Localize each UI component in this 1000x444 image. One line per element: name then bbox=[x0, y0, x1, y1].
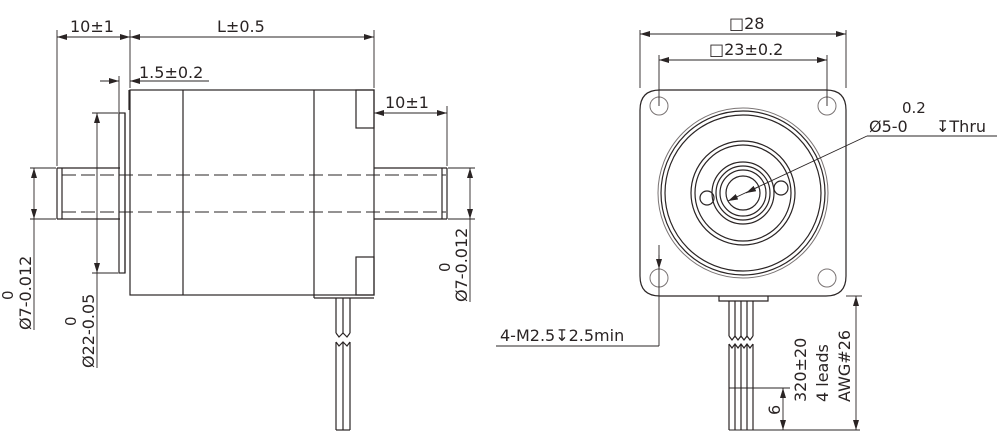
pilot-flange bbox=[118, 90, 130, 274]
bore-depth-label: ↧Thru bbox=[936, 117, 986, 136]
pilot-dia-label: Ø22-0.05 bbox=[79, 294, 98, 368]
body-length-label: L±0.5 bbox=[217, 17, 265, 36]
mount-holes-label: 4-M2.5↧2.5min bbox=[500, 326, 624, 345]
dim-strip-length: 6 bbox=[765, 388, 786, 430]
side-view: 10±1 L±0.5 1.5±0.2 10±1 Ø7-0.012 bbox=[0, 17, 475, 431]
lead-length-label: 320±20 bbox=[791, 338, 810, 402]
front-shaft-dia-label: Ø7-0.012 bbox=[16, 256, 35, 330]
front-shaft-dia-tol: 0 bbox=[0, 290, 17, 300]
frame-outline bbox=[639, 89, 847, 297]
rear-shaft-dia-label: Ø7-0.012 bbox=[452, 228, 471, 302]
side-leads bbox=[335, 298, 351, 431]
front-shaft bbox=[56, 167, 120, 220]
bore-tol-label: 0.2 bbox=[902, 99, 926, 117]
mount-hole-br bbox=[817, 268, 837, 288]
dim-hole-pitch: □23±0.2 bbox=[658, 40, 828, 106]
strip-length-label: 6 bbox=[765, 405, 784, 415]
rear-shaft-dia-tol: 0 bbox=[436, 262, 454, 272]
dim-front-shaft-dia: Ø7-0.012 0 bbox=[0, 167, 56, 330]
frame-size-label: □28 bbox=[729, 14, 764, 33]
dim-lead-length: 320±20 4 leads AWG#26 bbox=[791, 295, 862, 430]
dim-body-length: L±0.5 bbox=[130, 17, 375, 88]
front-shaft-length-label: 10±1 bbox=[70, 17, 114, 36]
lead-gauge-label: AWG#26 bbox=[835, 330, 854, 402]
flange-thickness-label: 1.5±0.2 bbox=[139, 63, 203, 82]
rear-shaft bbox=[374, 167, 448, 220]
dim-pilot-dia: Ø22-0.05 0 bbox=[62, 112, 118, 368]
lead-count-label: 4 leads bbox=[813, 344, 832, 402]
rear-shaft-length-label: 10±1 bbox=[385, 93, 429, 112]
dim-mount-holes: 4-M2.5↧2.5min bbox=[496, 245, 662, 347]
pilot-dia-tol: 0 bbox=[62, 316, 80, 326]
motor-body bbox=[129, 89, 375, 299]
front-leads bbox=[728, 301, 860, 431]
dim-rear-shaft-dia: Ø7-0.012 0 bbox=[436, 167, 475, 302]
hole-pitch-label: □23±0.2 bbox=[709, 40, 783, 59]
dim-rear-shaft-length: 10±1 bbox=[374, 93, 448, 166]
dim-bore: Ø5-0 0.2 ↧Thru bbox=[727, 99, 997, 202]
front-view: □28 □23±0.2 Ø5-0 0.2 ↧Thru 4-M2.5↧2.5min bbox=[496, 14, 997, 431]
dim-frame-size: □28 bbox=[639, 14, 847, 88]
dim-flange-thickness: 1.5±0.2 bbox=[100, 63, 209, 113]
bore-dia-label: Ø5-0 bbox=[869, 117, 908, 136]
